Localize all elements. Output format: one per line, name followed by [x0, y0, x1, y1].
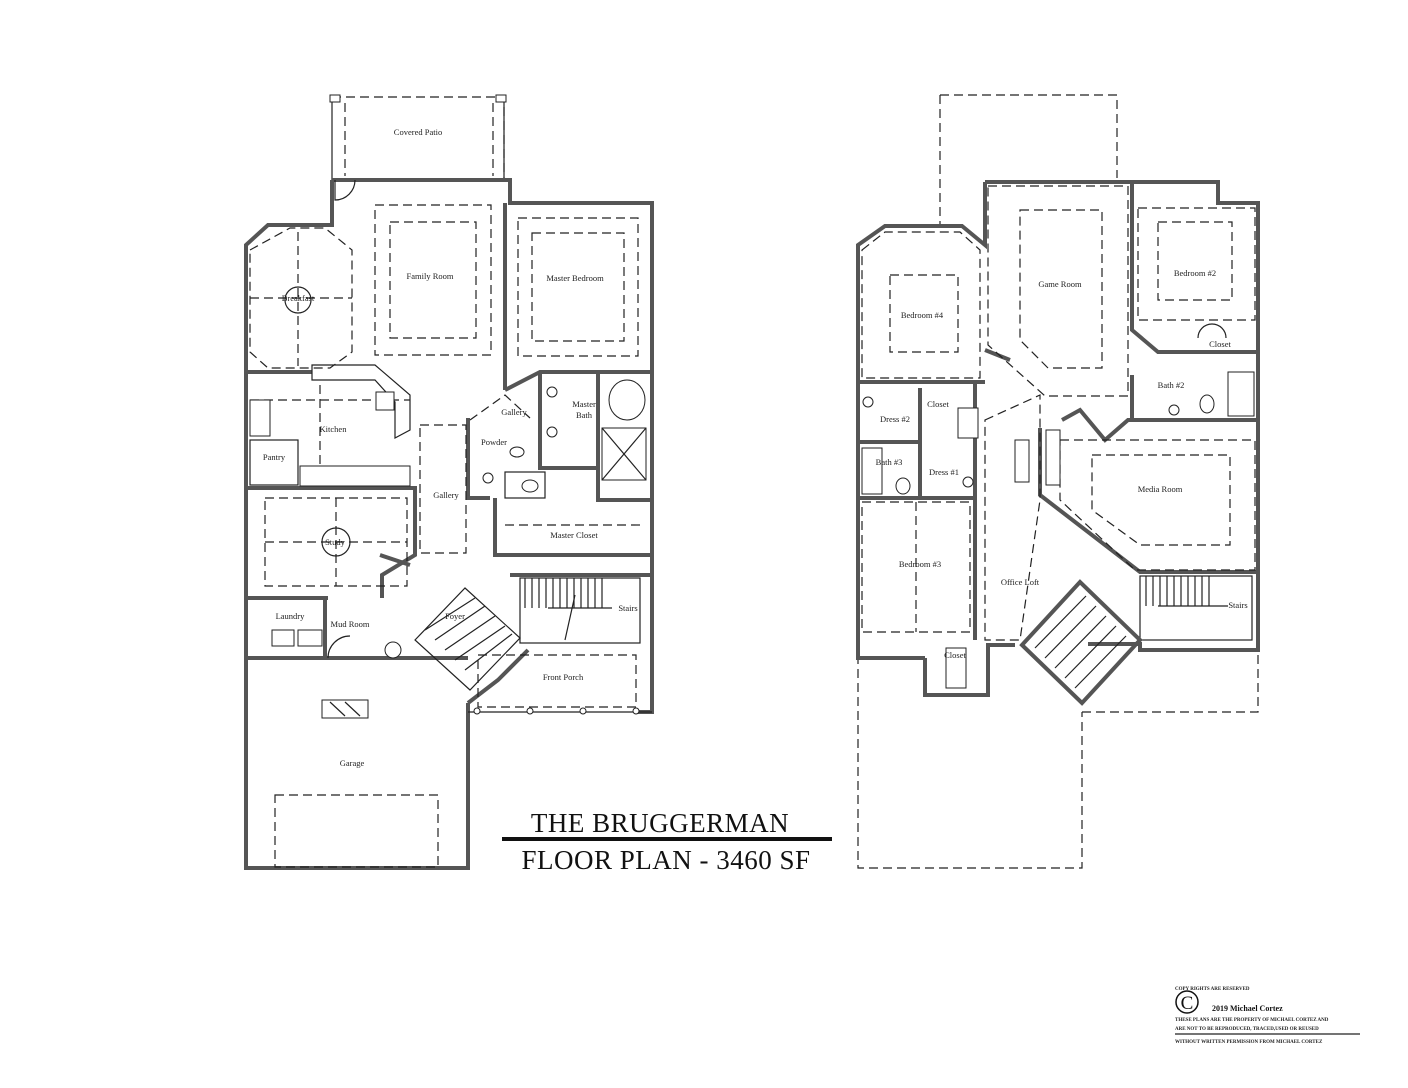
label-master-bath-2: Bath [576, 410, 593, 420]
second-floor-stairs [1139, 575, 1253, 641]
label-dress-2: Dress #2 [880, 414, 910, 424]
label-kitchen: Kitchen [320, 424, 348, 434]
label-breakfast: Breakfast [282, 293, 315, 303]
label-front-porch: Front Porch [543, 672, 584, 682]
porch-columns [473, 707, 640, 715]
open-to-below-stair [1019, 579, 1143, 706]
copyright-notice-3: WITHOUT WRITTEN PERMISSION FROM MICHAEL … [1175, 1040, 1323, 1045]
label-master-closet: Master Closet [550, 530, 598, 540]
copyright-notice-1: THESE PLANS ARE THE PROPERTY OF MICHAEL … [1175, 1018, 1329, 1023]
label-master-bedroom: Master Bedroom [546, 273, 604, 283]
copyright-owner: 2019 Michael Cortez [1212, 1004, 1283, 1013]
label-bedroom-2: Bedroom #2 [1174, 268, 1216, 278]
first-floor-stairs [519, 577, 641, 644]
plan-name: THE BRUGGERMAN [531, 808, 789, 838]
label-closet-b3: Closet [944, 650, 966, 660]
label-master-bath-1: Master [572, 399, 596, 409]
copyright-symbol: C [1181, 993, 1194, 1014]
label-game-room: Game Room [1038, 279, 1082, 289]
title-divider [502, 837, 832, 841]
plan-subtitle: FLOOR PLAN - 3460 SF [521, 845, 810, 875]
second-floor-plan [856, 94, 1260, 869]
label-media-room: Media Room [1138, 484, 1183, 494]
first-floor-labels: Covered Patio Family Room Master Bedroom… [263, 127, 638, 768]
label-pantry: Pantry [263, 452, 286, 462]
label-bath-2: Bath #2 [1158, 380, 1185, 390]
copyright-rights: COPY RIGHTS ARE RESERVED [1175, 987, 1250, 992]
label-gallery-upper: Gallery [501, 407, 527, 417]
label-powder: Powder [481, 437, 507, 447]
label-laundry: Laundry [276, 611, 306, 621]
title-block: THE BRUGGERMAN FLOOR PLAN - 3460 SF [502, 808, 832, 875]
label-bedroom-4: Bedroom #4 [901, 310, 944, 320]
label-dress-1: Dress #1 [929, 467, 959, 477]
label-gallery-center: Gallery [433, 490, 459, 500]
second-floor-labels: Bedroom #4 Game Room Bedroom #2 Closet B… [876, 268, 1248, 660]
label-family-room: Family Room [407, 271, 454, 281]
label-closet-b2: Closet [1209, 339, 1231, 349]
label-stairs-second: Stairs [1228, 600, 1247, 610]
first-floor-plan [244, 94, 654, 870]
label-bath-3: Bath #3 [876, 457, 903, 467]
label-office-loft: Office Loft [1001, 577, 1040, 587]
label-stairs-first: Stairs [618, 603, 637, 613]
foyer-stair-hatch [414, 587, 521, 691]
copyright-symbol-circle [1175, 990, 1199, 1014]
label-mud-room: Mud Room [331, 619, 370, 629]
label-covered-patio: Covered Patio [394, 127, 442, 137]
label-study: Study [325, 537, 346, 547]
label-foyer: Foyer [445, 611, 465, 621]
label-closet-upper: Closet [927, 399, 949, 409]
copyright-block: COPY RIGHTS ARE RESERVED C 2019 Michael … [1175, 987, 1360, 1045]
label-bedroom-3: Bedroom #3 [899, 559, 941, 569]
label-garage: Garage [340, 758, 365, 768]
copyright-notice-2: ARE NOT TO BE REPRODUCED, TRACED,USED OR… [1175, 1027, 1319, 1032]
